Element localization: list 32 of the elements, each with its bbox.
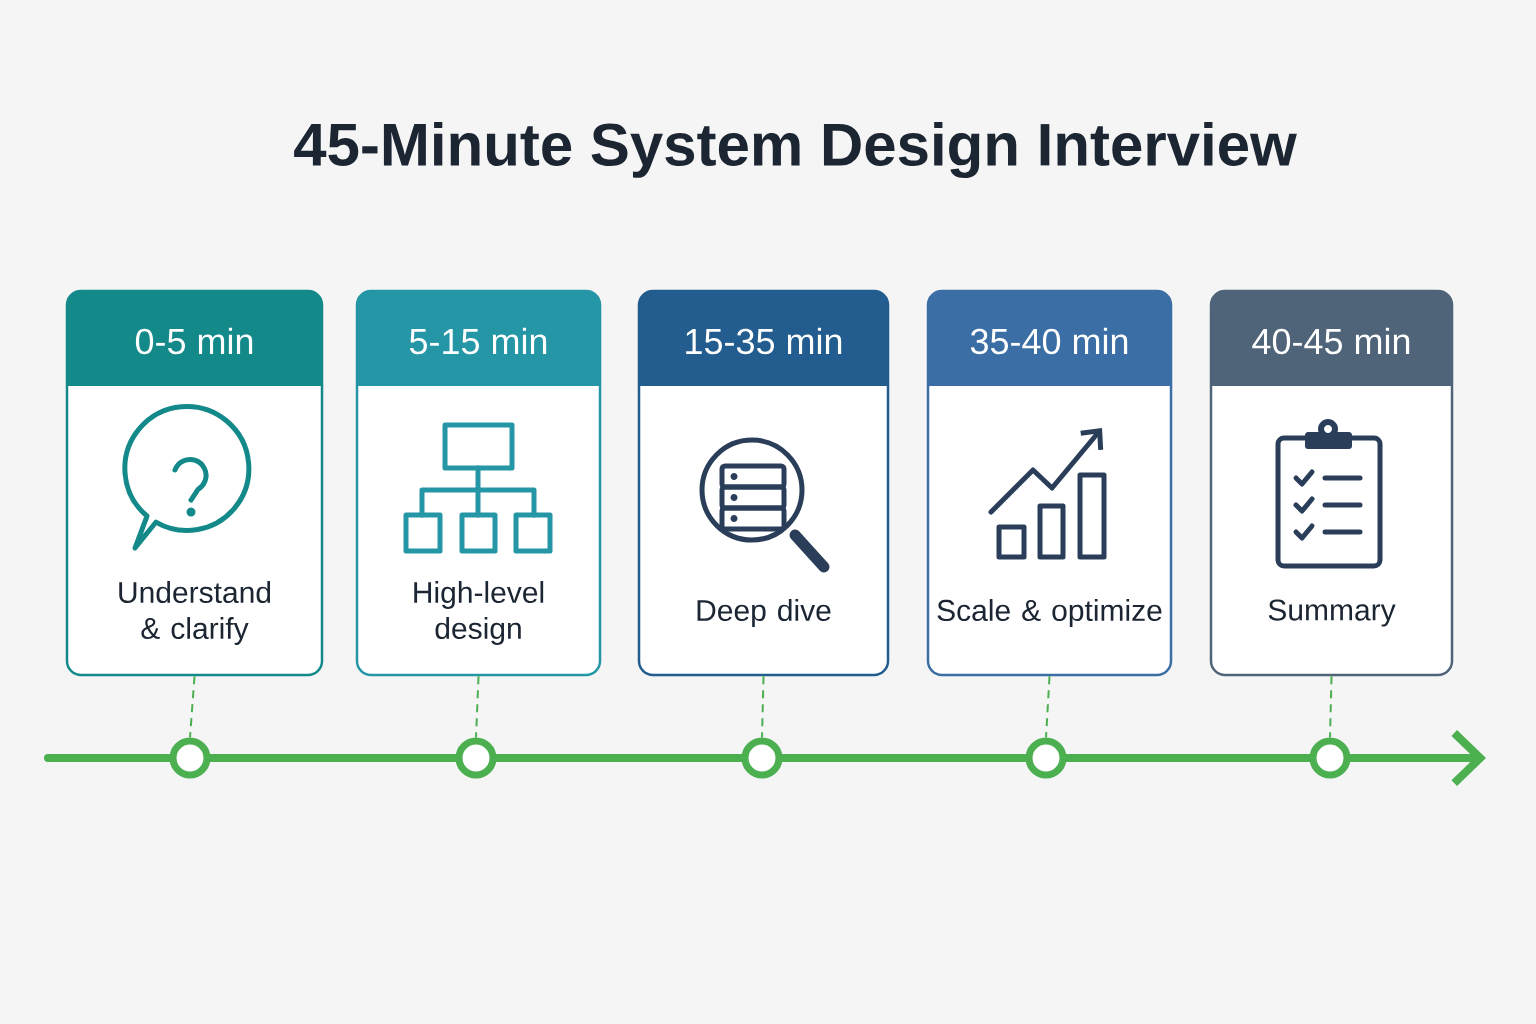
title: 45-Minute System Design Interview	[294, 121, 1297, 179]
phase-card	[65, 289, 324, 677]
card-header: 35-40 min	[928, 291, 1171, 386]
timeline-marker	[455, 737, 497, 779]
phase-label: Summary	[1268, 599, 1396, 627]
timeline-marker	[1025, 737, 1067, 779]
card-header: 15-35 min	[639, 291, 888, 386]
phase-card	[637, 289, 890, 677]
timeline-marker	[169, 737, 211, 779]
timeline-line	[1346, 730, 1487, 786]
leader-line	[475, 675, 480, 739]
phase-card	[1209, 289, 1454, 677]
phase-label: High-level design	[414, 581, 544, 645]
timeline-line	[492, 754, 746, 762]
leader-line	[761, 675, 765, 739]
phase-label: Scale & optimize	[937, 599, 1162, 627]
leader-line	[1045, 675, 1051, 739]
leader-line	[189, 675, 196, 739]
phase-card	[926, 289, 1173, 677]
timeline-line	[778, 754, 1030, 762]
leader-line	[1329, 675, 1333, 739]
phase-label: Deep dive	[697, 599, 831, 627]
card-header: 0-5 min	[67, 291, 322, 386]
phase-card	[355, 289, 602, 677]
timeline-marker	[1309, 737, 1351, 779]
timeline-marker	[741, 737, 783, 779]
card-header: 40-45 min	[1211, 291, 1452, 386]
timeline-line	[1062, 754, 1314, 762]
timeline-line	[206, 754, 460, 762]
timeline-line	[44, 754, 174, 762]
card-header: 5-15 min	[357, 291, 600, 386]
phase-label: Understand & clarify	[119, 581, 271, 645]
